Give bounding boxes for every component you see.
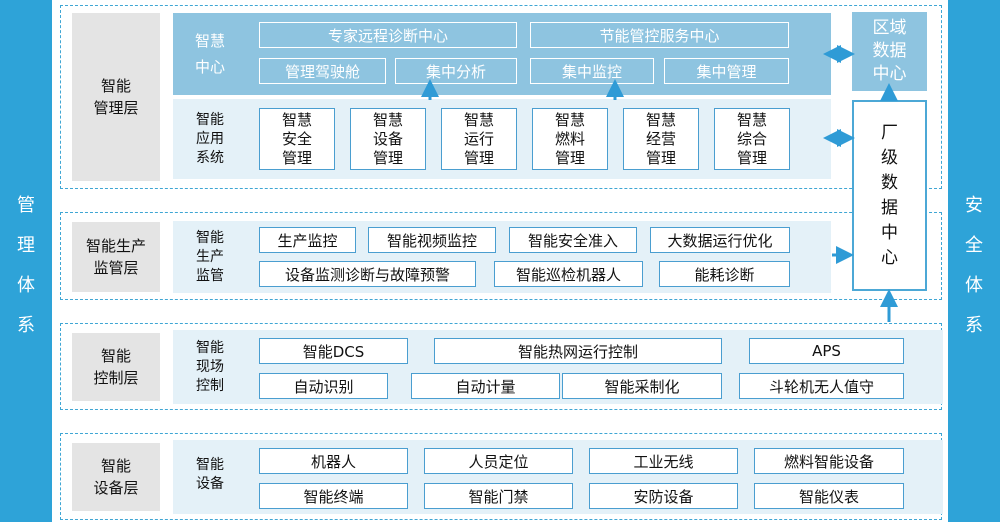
regional-data-center: 区域数据中心 [852,12,927,91]
smart-instrument: 智能仪表 [754,483,904,509]
app-comprehensive: 智慧综合管理 [714,108,790,170]
security-system-label: 安 全 体 系 [948,186,1000,346]
energy-diagnosis: 能耗诊断 [659,261,790,287]
char: 体 [965,275,983,296]
app-fuel: 智慧燃料管理 [532,108,608,170]
auto-metering: 自动计量 [411,373,560,399]
centralized-monitoring: 集中监控 [530,58,654,84]
production-panel: 智能生产监管 生产监控 智能视频监控 智能安全准入 大数据运行优化 设备监测诊断… [173,221,831,293]
char: 管 [17,195,35,216]
smart-center-panel: 智慧中心 专家远程诊断中心 节能管控服务中心 管理驾驶舱 集中分析 集中监控 集… [173,13,831,95]
industrial-wireless: 工业无线 [589,448,738,474]
smart-application-panel: 智能应用系统 智慧安全管理 智慧设备管理 智慧运行管理 智慧燃料管理 智慧经营管… [173,99,831,179]
energy-service-center: 节能管控服务中心 [530,22,789,48]
expert-diagnosis-center: 专家远程诊断中心 [259,22,517,48]
management-cockpit: 管理驾驶舱 [259,58,386,84]
control-layer: 智能控制层 智能现场控制 智能DCS 智能热网运行控制 APS 自动识别 自动计… [60,323,943,410]
app-operation: 智慧运行管理 [441,108,517,170]
heat-network-control: 智能热网运行控制 [434,338,722,364]
equipment-diagnosis-warning: 设备监测诊断与故障预警 [259,261,476,287]
security-system-bar: 安 全 体 系 [948,0,1000,522]
smart-video-monitoring: 智能视频监控 [368,227,496,253]
personnel-positioning: 人员定位 [424,448,573,474]
control-layer-label: 智能控制层 [72,333,160,401]
fuel-smart-equipment: 燃料智能设备 [754,448,904,474]
smart-application-label: 智能应用系统 [196,112,224,166]
production-supervision-layer: 智能生产监管层 智能生产监管 生产监控 智能视频监控 智能安全准入 大数据运行优… [60,212,942,300]
equipment-panel: 智能设备 机器人 人员定位 工业无线 燃料智能设备 智能终端 智能门禁 安防设备… [173,440,943,514]
aps: APS [749,338,904,364]
smart-dcs: 智能DCS [259,338,408,364]
bucket-wheel-unattended: 斗轮机无人值守 [739,373,904,399]
security-equipment: 安防设备 [589,483,738,509]
char: 体 [17,275,35,296]
factory-data-center: 厂级数 据中心 [852,100,927,291]
centralized-analysis: 集中分析 [395,58,517,84]
smart-access-control: 智能门禁 [424,483,573,509]
smart-terminal: 智能终端 [259,483,408,509]
control-panel: 智能现场控制 智能DCS 智能热网运行控制 APS 自动识别 自动计量 智能采制… [173,330,943,404]
production-layer-label: 智能生产监管层 [72,222,160,292]
centralized-management: 集中管理 [664,58,789,84]
inspection-robot: 智能巡检机器人 [494,261,643,287]
auto-recognition: 自动识别 [259,373,388,399]
char: 系 [17,315,35,336]
production-monitoring: 生产监控 [259,227,356,253]
app-business: 智慧经营管理 [623,108,699,170]
app-equipment: 智慧设备管理 [350,108,426,170]
equipment-layer: 智能设备层 智能设备 机器人 人员定位 工业无线 燃料智能设备 智能终端 智能门… [60,433,943,520]
char: 理 [17,235,35,256]
robot: 机器人 [259,448,408,474]
equipment-sub-label: 智能设备 [196,457,224,492]
control-sub-label: 智能现场控制 [196,340,224,394]
char: 系 [965,315,983,336]
management-layer: 智能管理层 智慧中心 专家远程诊断中心 节能管控服务中心 管理驾驶舱 集中分析 … [60,5,942,189]
smart-center-label: 智慧中心 [194,32,225,76]
app-safety: 智慧安全管理 [259,108,335,170]
char: 全 [965,235,983,256]
char: 安 [965,195,983,216]
smart-safety-access: 智能安全准入 [509,227,637,253]
management-system-bar: 管 理 体 系 [0,0,52,522]
management-layer-label: 智能管理层 [72,13,160,181]
management-system-label: 管 理 体 系 [0,186,52,346]
equipment-layer-label: 智能设备层 [72,443,160,511]
big-data-optimization: 大数据运行优化 [650,227,790,253]
production-sub-label: 智能生产监管 [196,230,224,284]
smart-sampling: 智能采制化 [562,373,722,399]
